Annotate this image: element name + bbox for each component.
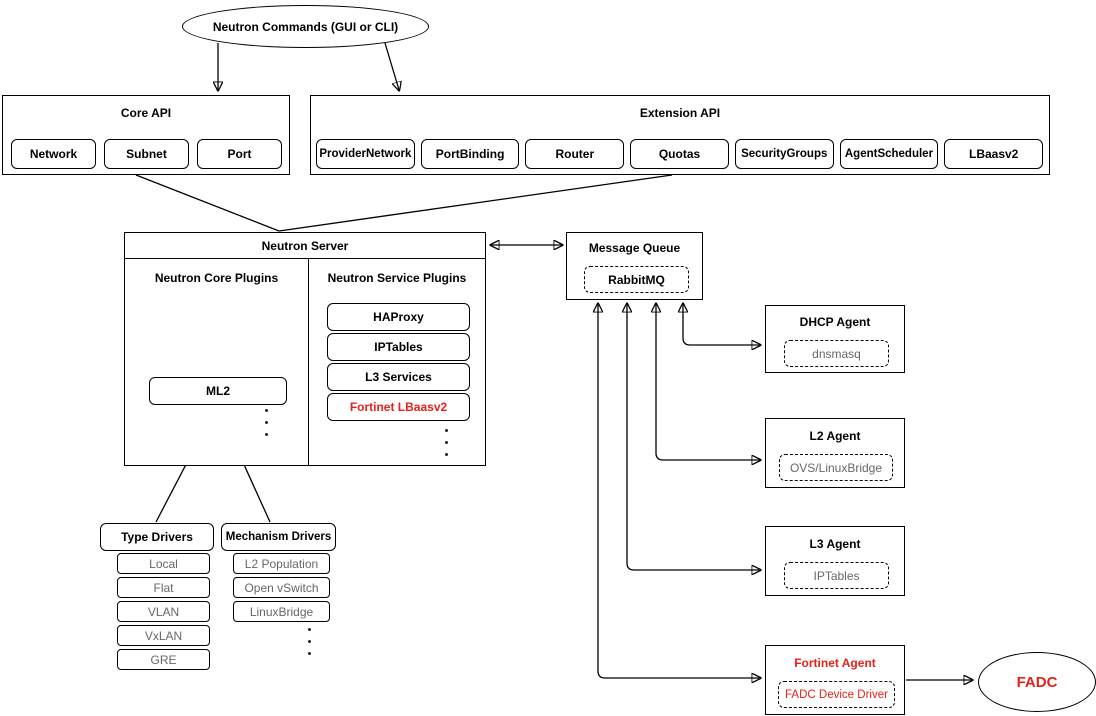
arrow-mq-l2-agent [656,304,760,460]
mechanism-driver-openvswitch-label: Open vSwitch [244,580,319,595]
chip-portbinding: PortBinding [420,139,520,169]
chip-subnet: Subnet [104,139,189,169]
chip-portbinding-label: PortBinding [435,147,505,161]
dhcp-agent-box: DHCP Agent dnsmasq [765,305,905,373]
chip-agentscheduler-label: AgentScheduler [844,148,934,160]
core-plugins-title: Neutron Core Plugins [154,271,279,285]
type-driver-vxlan-label: VxLAN [144,628,183,643]
mechanism-drivers-header: Mechanism Drivers [221,523,336,551]
ellipsis-dots-service-plugins [445,429,448,456]
extension-api-title: Extension API [639,106,721,120]
type-drivers-header: Type Drivers [100,523,214,551]
plugin-haproxy: HAProxy [327,303,470,331]
service-plugins-column: Neutron Service Plugins HAProxy IPTables… [308,259,485,465]
plugin-iptables-label: IPTables [374,340,423,354]
type-driver-flat: Flat [117,577,210,598]
type-driver-local: Local [117,553,210,574]
plugin-fortinet-lbaasv2: Fortinet LBaasv2 [327,393,470,421]
neutron-server-header: Neutron Server [125,233,485,259]
dnsmasq-label: dnsmasq [812,346,861,361]
line-extension-api-to-neutron-server [278,174,673,232]
chip-lbaasv2: LBaasv2 [944,139,1044,169]
type-driver-flat-label: Flat [153,580,174,595]
dnsmasq-node: dnsmasq [784,340,889,367]
chip-agentscheduler: AgentScheduler [839,139,939,169]
chip-providernetwork-label: ProviderNetwork [319,148,412,160]
fadc-label: FADC [1016,673,1058,691]
fortinet-agent-title: Fortinet Agent [794,656,876,670]
chip-router: Router [525,139,625,169]
rabbitmq-label: RabbitMQ [608,272,665,287]
extension-api-chips: ProviderNetwork PortBinding Router Quota… [316,139,1044,169]
type-drivers-title: Type Drivers [121,530,193,544]
ellipsis-dots-core-plugins [265,409,268,436]
plugin-haproxy-label: HAProxy [373,310,424,324]
chip-port-label: Port [227,147,252,161]
arrow-mq-dhcp-agent [683,304,760,345]
arrow-mq-fortinet-agent [598,304,760,678]
mechanism-driver-openvswitch: Open vSwitch [233,577,330,598]
chip-providernetwork: ProviderNetwork [316,139,415,169]
chip-subnet-label: Subnet [126,147,167,161]
core-api-chips: Network Subnet Port [11,139,282,169]
neutron-commands-node: Neutron Commands (GUI or CLI) [182,5,429,48]
plugin-fortinet-lbaasv2-label: Fortinet LBaasv2 [349,400,448,414]
chip-securitygroups: SecurityGroups [734,139,834,169]
message-queue-title: Message Queue [588,241,681,255]
l2-agent-box: L2 Agent OVS/LinuxBridge [765,418,905,488]
core-api-title: Core API [120,106,172,120]
plugin-iptables: IPTables [327,333,470,361]
ovs-linuxbridge-node: OVS/LinuxBridge [779,454,893,481]
fadc-node: FADC [978,652,1096,712]
type-driver-local-label: Local [149,556,178,571]
chip-port: Port [197,139,282,169]
arrow-commands-to-extension-api [384,42,399,90]
core-api-box: Core API Network Subnet Port [2,95,290,175]
mechanism-drivers-title: Mechanism Drivers [225,531,332,543]
l3-iptables-node: IPTables [784,562,889,589]
rabbitmq-node: RabbitMQ [584,266,689,293]
neutron-commands-label: Neutron Commands (GUI or CLI) [212,19,399,34]
mechanism-driver-l2population: L2 Population [233,553,330,574]
chip-network-label: Network [29,147,78,161]
l3-agent-box: L3 Agent IPTables [765,526,905,596]
mechanism-driver-linuxbridge: LinuxBridge [233,601,330,622]
ovs-linuxbridge-label: OVS/LinuxBridge [789,460,883,475]
dhcp-agent-title: DHCP Agent [799,315,871,329]
mechanism-driver-l2population-label: L2 Population [244,556,319,571]
chip-network: Network [11,139,96,169]
chip-router-label: Router [555,147,595,161]
core-plugins-column: Neutron Core Plugins ML2 [125,259,308,465]
type-driver-gre-label: GRE [150,652,177,667]
fortinet-agent-box: Fortinet Agent FADC Device Driver [765,645,905,715]
ellipsis-dots-mechanism-drivers [308,628,311,655]
message-queue-box: Message Queue RabbitMQ [566,232,703,300]
chip-quotas: Quotas [630,139,729,169]
plugin-l3-services: L3 Services [327,363,470,391]
fadc-device-driver-label: FADC Device Driver [785,688,888,701]
l3-agent-title: L3 Agent [809,537,861,551]
chip-securitygroups-label: SecurityGroups [741,148,828,160]
type-driver-vlan: VLAN [117,601,210,622]
l3-iptables-label: IPTables [813,568,860,583]
chip-lbaasv2-label: LBaasv2 [968,147,1019,161]
arrow-mq-l3-agent [627,304,760,570]
type-driver-vxlan: VxLAN [117,625,210,646]
l2-agent-title: L2 Agent [809,429,861,443]
line-core-api-to-neutron-server [135,174,280,232]
ml2-node: ML2 [149,377,287,405]
neutron-server-box: Neutron Server Neutron Core Plugins ML2 … [124,232,486,466]
neutron-server-title: Neutron Server [261,238,349,253]
service-plugins-title: Neutron Service Plugins [327,271,467,285]
type-driver-gre: GRE [117,649,210,670]
fadc-device-driver-node: FADC Device Driver [778,681,895,708]
extension-api-box: Extension API ProviderNetwork PortBindin… [310,95,1050,175]
ml2-label: ML2 [206,384,230,398]
plugin-l3-services-label: L3 Services [365,370,432,384]
mechanism-driver-linuxbridge-label: LinuxBridge [249,604,314,619]
chip-quotas-label: Quotas [658,147,701,161]
type-driver-vlan-label: VLAN [147,604,180,619]
